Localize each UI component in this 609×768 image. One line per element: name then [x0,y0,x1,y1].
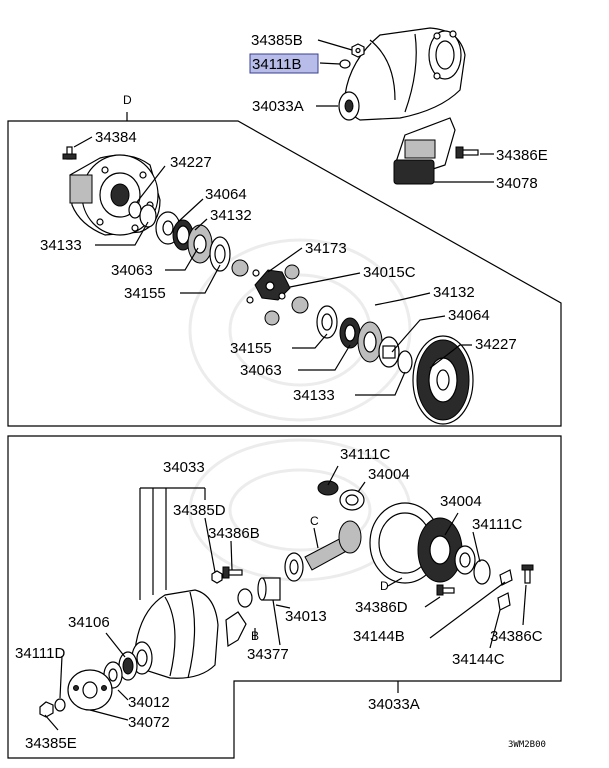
label-34072: 34072 [128,714,170,731]
side-gear-34063-b [339,317,361,349]
label-34173: 34173 [305,240,347,257]
label-34227-b: 34227 [475,336,517,353]
label-34033A-top: 34033A [252,98,304,115]
side-gear-34132-a [187,224,213,264]
label-34004-a: 34004 [368,466,410,483]
bolt-34386C [521,564,534,584]
label-34106: 34106 [68,614,110,631]
label-34004-b: 34004 [440,493,482,510]
label-34078: 34078 [496,175,538,192]
label-34386E: 34386E [496,147,548,164]
spacer-34013 [257,577,281,601]
nut-34385D [211,570,223,584]
label-34132-b: 34132 [433,284,475,301]
washer-34227-a [128,201,142,219]
washer-34133-b [397,350,413,374]
label-34144C: 34144C [452,651,505,668]
label-34155-b: 34155 [230,340,272,357]
label-34386D: 34386D [355,599,408,616]
carrier-housing-top [338,27,466,121]
washer-34111D [54,698,66,712]
label-D-mid: D [123,93,132,107]
label-34155-a: 34155 [124,285,166,302]
race-34111C-a [317,480,339,496]
label-34064-a: 34064 [205,186,247,203]
washer-34111B [339,59,351,69]
pinion-gears-34173 [231,259,309,326]
bolt-34384 [62,146,77,160]
label-34385E: 34385E [25,735,77,752]
highlight-34111B [249,53,319,74]
label-34133-b: 34133 [293,387,335,404]
diff-case-half-34227 [412,335,474,425]
label-34033: 34033 [163,459,205,476]
label-34385D: 34385D [173,502,226,519]
differential-section-frame [7,120,562,427]
label-34132-a: 34132 [210,207,252,224]
ring-34155-a [209,236,231,272]
label-34227-a: 34227 [170,154,212,171]
label-34384: 34384 [95,129,137,146]
label-34064-b: 34064 [448,307,490,324]
seal-34106 [118,651,138,681]
label-34386B: 34386B [208,525,260,542]
bearing-34013b [284,552,304,582]
label-D-bot: D [380,579,389,593]
label-34111C-b: 34111C [472,516,522,533]
label-34033A-bot: 34033A [368,696,420,713]
mount-bracket-34078 [393,117,456,185]
bearing-34004-b [454,545,476,575]
label-34385B: 34385B [251,32,303,49]
label-34144B: 34144B [353,628,405,645]
bolt-34386B [222,566,243,579]
plug-34377 [225,611,247,648]
label-B: B [251,629,259,643]
washer-34133-a [139,204,157,228]
label-34063-b: 34063 [240,362,282,379]
label-34377: 34377 [247,646,289,663]
label-34015C: 34015C [363,264,416,281]
label-34013: 34013 [285,608,327,625]
bolt-34386D [436,584,455,596]
bracket-34144C [497,592,511,611]
nut-34385B [351,43,365,58]
diagram-code: 3WM2B00 [508,740,546,750]
label-C: C [310,514,319,528]
ring-34155-b [316,305,338,339]
label-34386C: 34386C [490,628,543,645]
flange-34072 [67,669,113,711]
label-34133-a: 34133 [40,237,82,254]
label-34012: 34012 [128,694,170,711]
label-34111B: 34111B [252,56,302,73]
label-34111C-a: 34111C [340,446,390,463]
label-34111D: 34111D [15,645,65,662]
bolt-34386E [455,146,479,159]
label-34063-a: 34063 [111,262,153,279]
housing-34033 [131,589,219,679]
housing-section-frame [7,435,562,759]
race-34111C-b [473,559,491,585]
bracket-34144B [499,569,513,586]
drive-pinion [304,520,362,571]
ring-gear [369,502,463,584]
bearing-34004-a [339,489,365,511]
clutch-34064-b [378,336,400,368]
gasket-B [237,588,253,608]
side-gear-34132-b [357,321,383,363]
nut-34385E [39,701,54,718]
